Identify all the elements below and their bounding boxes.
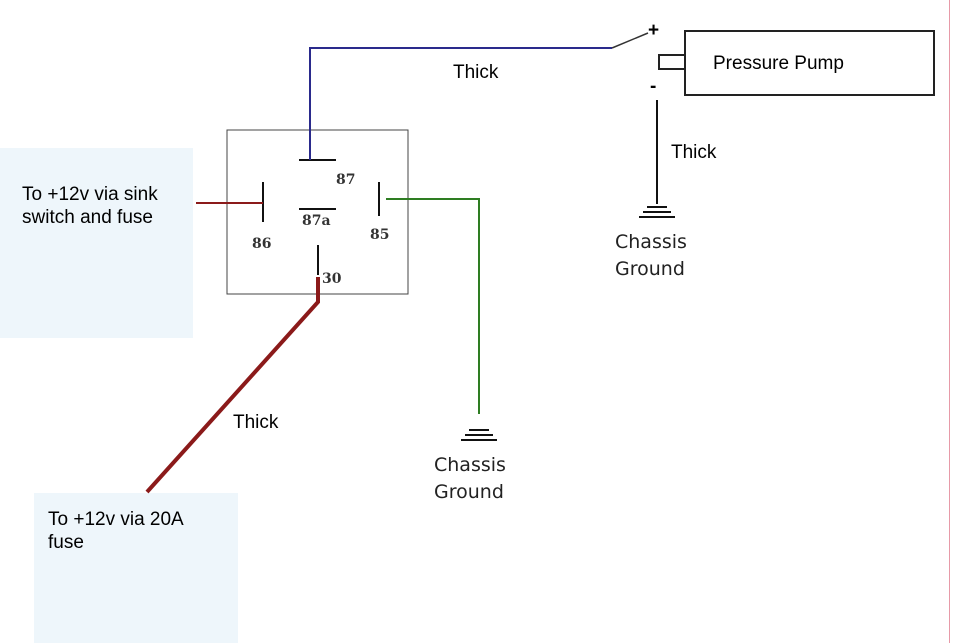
- pump-switch-lever: [611, 32, 649, 49]
- red-wire-30: [145, 277, 320, 494]
- sink-switch-note: To +12v via sink switch and fuse: [22, 184, 158, 228]
- pump-box: [684, 30, 935, 96]
- pump-terminal: [658, 54, 686, 70]
- pin-85-label: 85: [370, 227, 389, 243]
- fuse-note: To +12v via 20A fuse: [48, 509, 184, 553]
- green-wire: [386, 198, 480, 414]
- blue-wire: [309, 47, 612, 160]
- pump-label: Pressure Pump: [713, 53, 844, 74]
- pin-30-label: 30: [322, 271, 342, 287]
- pump-plus-label: +: [648, 20, 659, 41]
- pin-86-label: 86: [252, 236, 271, 252]
- sink-switch-panel: [0, 148, 193, 338]
- pump-ground-label-2: Ground: [615, 258, 685, 280]
- thick-label-bottom: Thick: [233, 412, 279, 433]
- pin-87-label: 87: [336, 172, 355, 188]
- pump-ground-label-1: Chassis: [615, 231, 687, 253]
- thick-label-right: Thick: [671, 142, 717, 163]
- relay-ground-label-1: Chassis: [434, 454, 506, 476]
- relay-ground-label-2: Ground: [434, 481, 504, 503]
- page-edge-line: [949, 0, 950, 643]
- fuse-panel: [34, 493, 238, 643]
- pin-87a-label: 87a: [302, 213, 331, 229]
- thick-label-top: Thick: [453, 62, 499, 83]
- pump-minus-label: -: [650, 76, 656, 97]
